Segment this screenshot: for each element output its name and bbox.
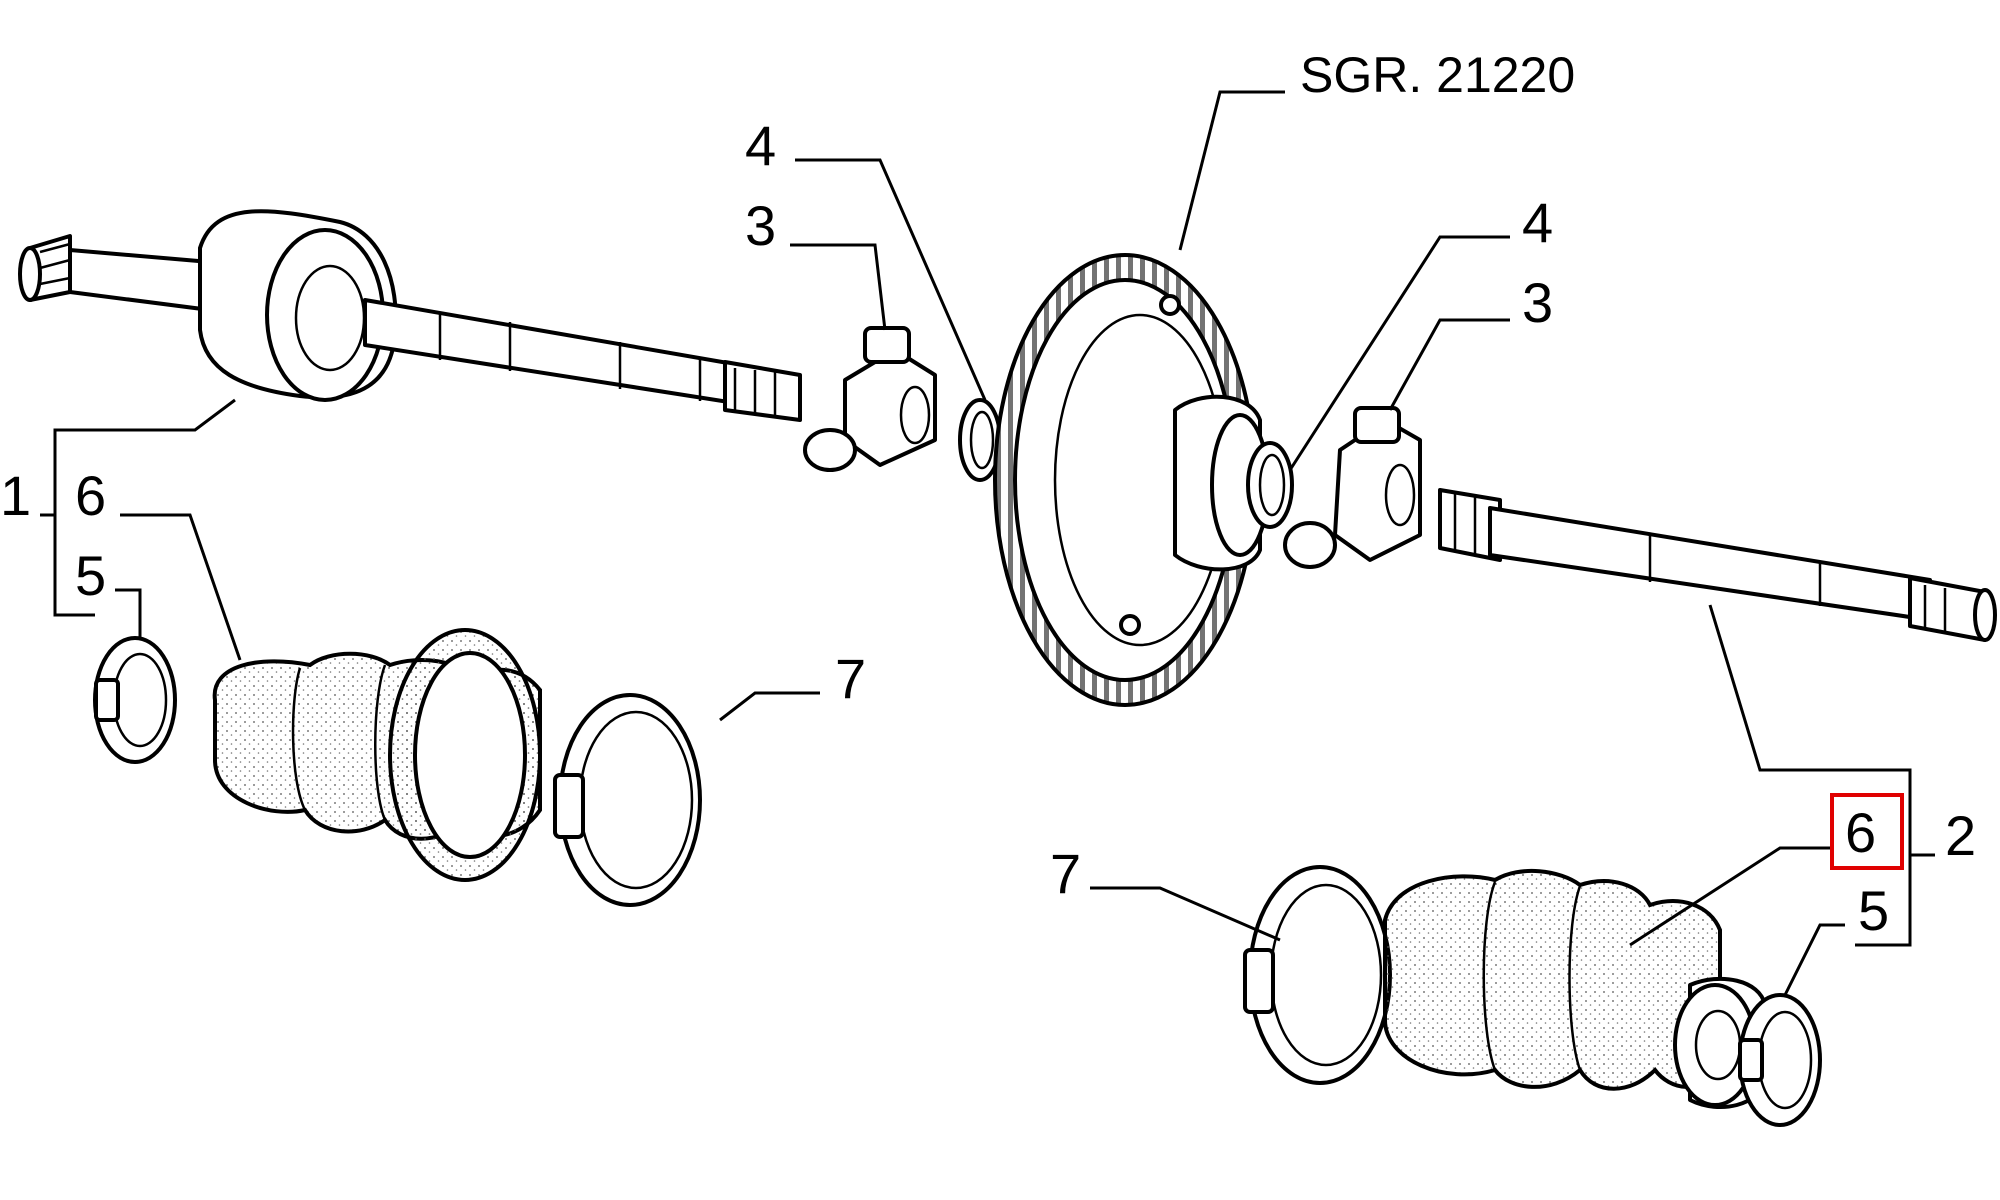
callout-labels: SGR. 21220 4 3 1 6 5 7 4 3 6 2 5 7 [0, 47, 1976, 942]
callout-right-tripod: 3 [1522, 271, 1553, 334]
right-driveshaft [1438, 488, 1997, 642]
crown-gear [993, 253, 1270, 707]
left-large-clamp [553, 693, 702, 907]
callout-right-ring: 4 [1522, 191, 1553, 254]
highlight-box [1830, 793, 1904, 870]
left-small-clamp [93, 636, 177, 764]
left-driveshaft [18, 209, 802, 422]
callout-left-large-clamp: 7 [835, 647, 866, 710]
callout-left-small-clamp: 5 [75, 544, 106, 607]
right-tripod [1283, 406, 1422, 569]
leader-lines [40, 90, 1935, 996]
sgr-reference-label: SGR. 21220 [1300, 47, 1575, 103]
callout-left-shaft: 1 [0, 464, 31, 527]
callout-left-tripod: 3 [745, 194, 776, 257]
right-small-clamp [1738, 993, 1822, 1127]
callout-right-boot: 6 [1845, 801, 1876, 864]
left-boot [212, 628, 542, 882]
right-ring [1246, 441, 1294, 529]
callout-right-shaft: 2 [1945, 804, 1976, 867]
callout-left-ring: 4 [745, 114, 776, 177]
callout-left-boot: 6 [75, 464, 106, 527]
left-tripod [803, 326, 937, 472]
right-large-clamp [1243, 865, 1392, 1085]
right-boot [1383, 868, 1767, 1109]
callout-right-small-clamp: 5 [1858, 879, 1889, 942]
callout-right-large-clamp: 7 [1050, 842, 1081, 905]
